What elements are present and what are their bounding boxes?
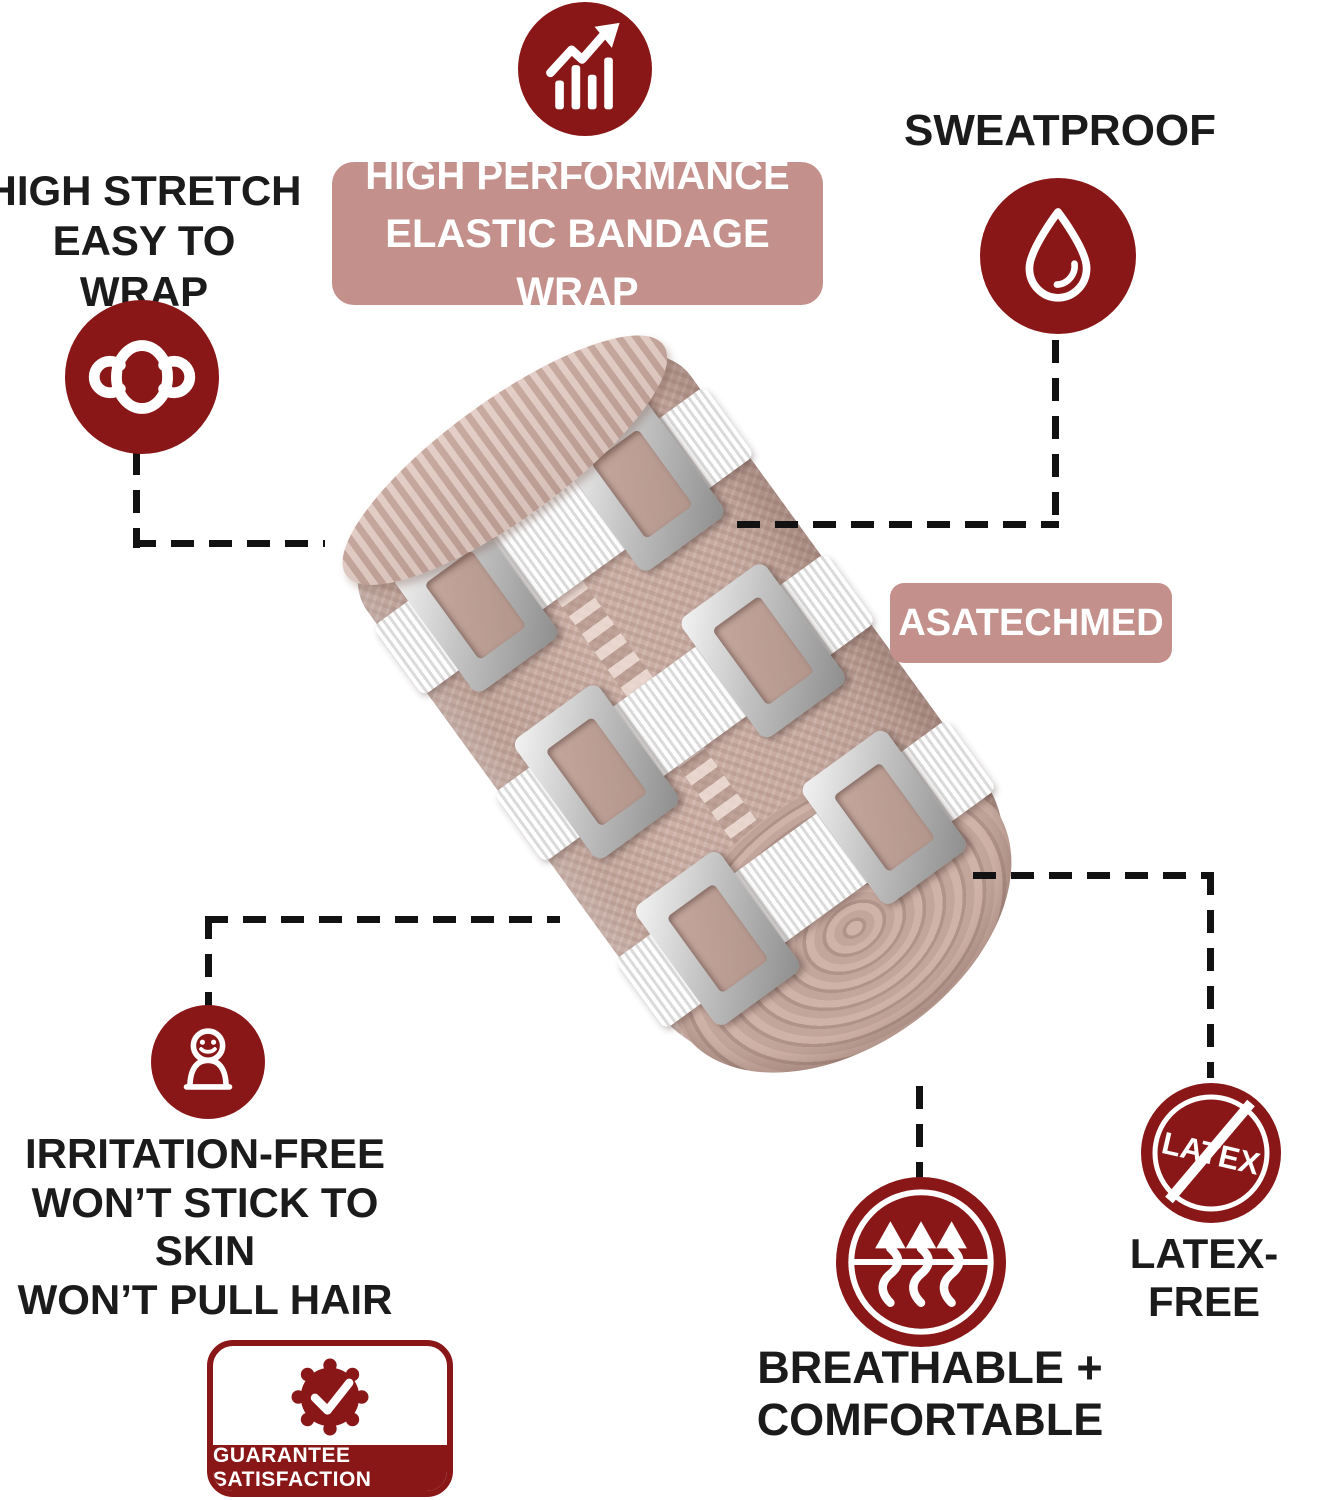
connector-latex-free (973, 872, 1214, 879)
connector-high-stretch (133, 540, 325, 547)
sweatproof-label: SWEATPROOF (903, 106, 1217, 155)
brand-banner: ASATECHMED (890, 583, 1172, 663)
person-icon (183, 1028, 233, 1090)
irritation-line1: IRRITATION-FREE (24, 1130, 386, 1177)
bandage-roll (310, 297, 1070, 1136)
connector-sweatproof (737, 521, 1059, 528)
connector-irritation-free (205, 916, 560, 923)
check-seal-icon (213, 1346, 447, 1448)
water-drop-icon (980, 178, 1136, 334)
irritation-free-label: IRRITATION-FREE WON’T STICK TO SKIN WON’… (0, 1130, 410, 1325)
guarantee-badge: GUARANTEE SATISFACTION (207, 1340, 453, 1497)
chart-up-icon (546, 22, 620, 110)
high-stretch-label: HIGH STRETCH EASY TO WRAP (0, 166, 302, 317)
chart-up-icon (518, 2, 652, 136)
breathable-arrows-icon (836, 1177, 1006, 1347)
no-latex-icon: LATEX (1141, 1083, 1281, 1223)
irritation-line2: WON’T STICK TO SKIN (31, 1178, 379, 1275)
irritation-line3: WON’T PULL HAIR (17, 1276, 393, 1324)
water-drop-icon (1025, 208, 1091, 302)
stretch-icon (88, 340, 196, 414)
connector-latex-free (1207, 872, 1214, 1078)
title-banner: HIGH PERFORMANCE ELASTIC BANDAGE WRAP (332, 154, 823, 314)
title-line1: HIGH PERFORMANCE (365, 153, 790, 198)
connector-breathable (916, 1086, 923, 1178)
latex-free-label: LATEX-FREE (1129, 1230, 1279, 1326)
bandage-roll-image (300, 295, 1080, 1175)
brand-label: ASATECHMED (898, 601, 1164, 644)
connector-high-stretch (133, 452, 140, 548)
check-seal-icon (291, 1358, 369, 1436)
connector-irritation-free (205, 916, 212, 1006)
guarantee-label: GUARANTEE SATISFACTION (213, 1444, 447, 1491)
title-line2: ELASTIC BANDAGE WRAP (385, 211, 770, 314)
connector-sweatproof (1052, 340, 1059, 528)
breathable-arrows-icon (848, 1189, 994, 1335)
person-icon (151, 1005, 265, 1119)
stretch-icon (65, 300, 219, 454)
breathable-label: BREATHABLE + COMFORTABLE (756, 1342, 1104, 1445)
no-latex-icon: LATEX (1152, 1094, 1270, 1212)
high-stretch-line1: HIGH STRETCH (0, 167, 302, 214)
